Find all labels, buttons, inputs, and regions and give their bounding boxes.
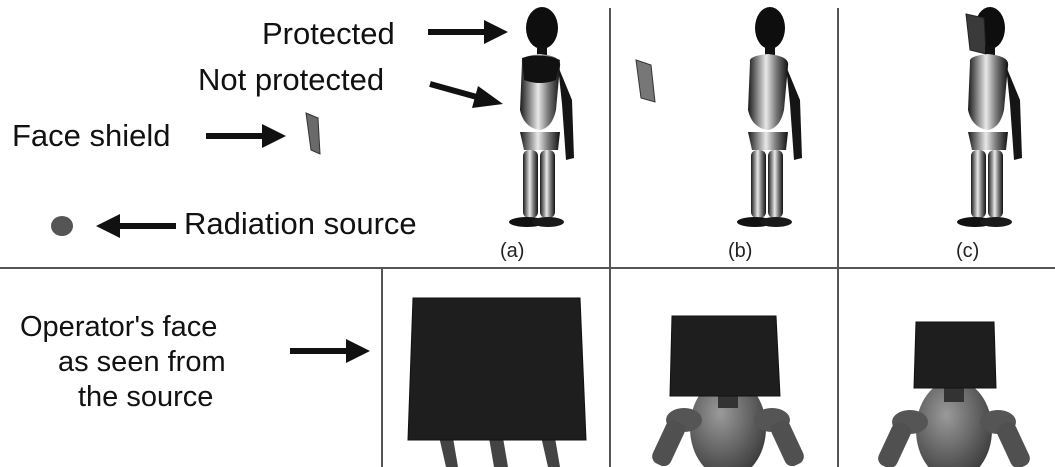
arrow-operator-face xyxy=(290,339,370,363)
arrow-radiation-source xyxy=(96,214,176,238)
label-operator-face: Operator's face as seen from the source xyxy=(20,310,226,415)
operator-view-a xyxy=(407,297,587,467)
operator-view-c xyxy=(878,321,1030,467)
label-face-shield: Face shield xyxy=(12,118,171,153)
arrow-face-shield xyxy=(206,124,286,148)
caption-a: (a) xyxy=(500,240,525,262)
label-not-protected: Not protected xyxy=(198,62,385,97)
label-operator-face-line-1: Operator's face xyxy=(20,311,218,343)
mannequin-c xyxy=(957,7,1022,227)
face-shield-b xyxy=(635,59,656,103)
label-radiation-source: Radiation source xyxy=(184,206,417,241)
radiation-source-dot xyxy=(51,216,73,236)
mannequin-b xyxy=(737,7,802,227)
arrow-not-protected xyxy=(429,81,503,108)
label-operator-face-line-3: the source xyxy=(78,381,214,413)
label-operator-face-line-2: as seen from xyxy=(58,346,226,378)
caption-b: (b) xyxy=(728,240,753,262)
face-shield-a xyxy=(305,112,321,155)
operator-view-b xyxy=(652,315,804,467)
caption-c: (c) xyxy=(956,240,980,262)
arrow-protected xyxy=(428,20,508,44)
label-protected: Protected xyxy=(262,16,395,51)
mannequin-a xyxy=(509,7,574,227)
